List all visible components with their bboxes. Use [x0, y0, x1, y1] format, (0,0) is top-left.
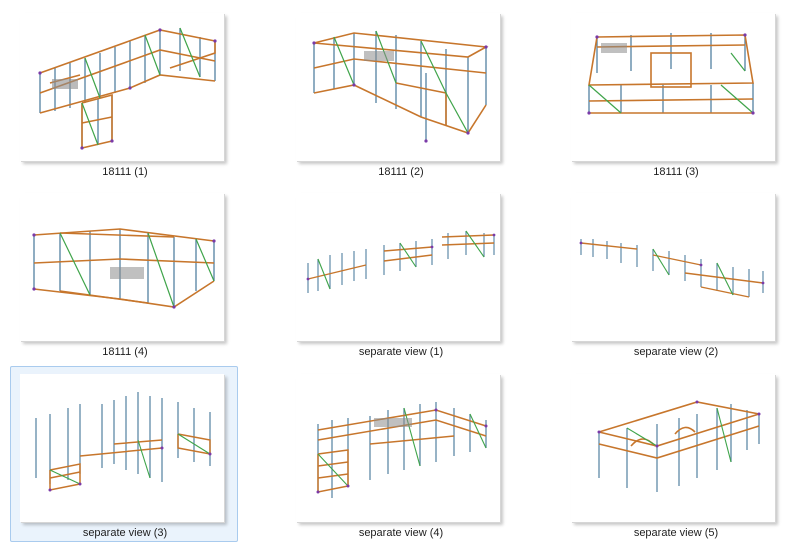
file-name: separate view (4) — [358, 527, 444, 539]
model-drawing — [32, 228, 216, 309]
scaffold-model-thumbnail — [296, 193, 500, 341]
scaffold-model-thumbnail — [571, 13, 775, 161]
scaffold-model-thumbnail — [571, 374, 775, 522]
model-drawing — [587, 33, 755, 115]
file-tile[interactable]: 18111 (3) — [561, 5, 789, 181]
file-tile[interactable]: 18111 (1) — [10, 5, 238, 181]
file-name: separate view (2) — [633, 346, 719, 358]
file-name: separate view (3) — [82, 527, 168, 539]
scaffold-model-thumbnail — [296, 374, 500, 522]
model-drawing — [312, 30, 489, 143]
file-tile[interactable]: separate view (3) — [10, 366, 238, 542]
file-tile[interactable]: separate view (4) — [286, 366, 514, 542]
file-name: 18111 (2) — [378, 166, 424, 178]
scaffold-model-thumbnail — [571, 193, 775, 341]
file-tile[interactable]: 18111 (2) — [286, 5, 514, 181]
model-drawing — [597, 400, 761, 492]
scaffold-model-thumbnail — [20, 193, 224, 341]
scaffold-model-thumbnail — [20, 374, 224, 522]
model-drawing — [35, 392, 212, 492]
file-tile[interactable]: separate view (1) — [286, 185, 514, 361]
model-drawing — [306, 230, 496, 293]
file-name: 18111 (1) — [102, 166, 148, 178]
scaffold-model-thumbnail — [296, 13, 500, 161]
scaffold-model-thumbnail — [20, 13, 224, 161]
file-name: 18111 (3) — [653, 166, 699, 178]
file-name: separate view (5) — [633, 527, 719, 539]
model-drawing — [579, 239, 765, 298]
file-tile[interactable]: separate view (2) — [561, 185, 789, 361]
model-drawing — [316, 402, 488, 498]
file-tile[interactable]: separate view (5) — [561, 366, 789, 542]
file-name: separate view (1) — [358, 346, 444, 358]
file-tile[interactable]: 18111 (4) — [10, 185, 238, 361]
file-name: 18111 (4) — [102, 346, 148, 358]
model-drawing — [38, 27, 217, 150]
